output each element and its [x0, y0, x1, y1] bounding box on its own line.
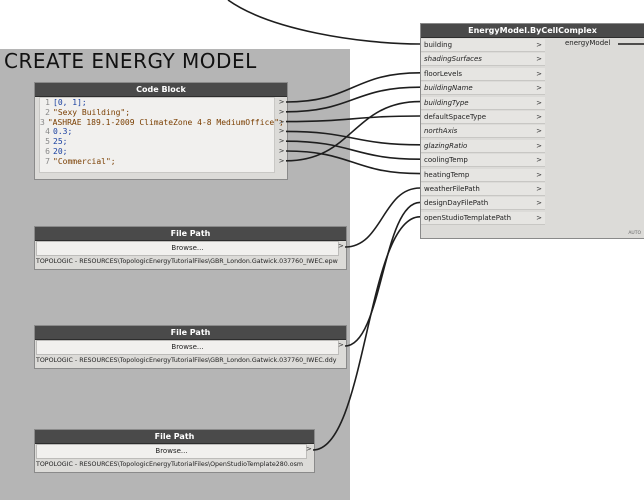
code-line: 1[0, 1]; [40, 98, 274, 108]
chevron-right-icon: > [536, 127, 542, 136]
line-number: 1 [45, 98, 50, 107]
code-text: "Commercial"; [53, 156, 116, 166]
input-port-open-studio-template-path[interactable]: openStudioTemplatePath > [421, 211, 545, 225]
code-text: [0, 1]; [53, 98, 87, 107]
code-line: 7"Commercial"; [40, 157, 274, 167]
input-label: shadingSurfaces [424, 55, 482, 64]
node-title: Code Block [35, 83, 287, 97]
output-port[interactable]: > [278, 107, 285, 116]
line-number: 6 [45, 146, 50, 156]
line-number: 7 [45, 156, 50, 166]
input-port-floor-levels[interactable]: floorLevels > [421, 67, 545, 81]
code-block-node[interactable]: Code Block 1[0, 1];2"Sexy Building";3"AS… [34, 82, 288, 180]
code-text: "ASHRAE 189.1-2009 ClimateZone 4-8 Mediu… [47, 117, 284, 127]
chevron-right-icon: > [536, 113, 542, 121]
output-port[interactable]: > [278, 147, 285, 155]
wire-weather-file [344, 187, 421, 248]
file-path-value: TOPOLOGIC - RESOURCES\TopologicEnergyTut… [36, 357, 337, 364]
input-port-building-name[interactable]: buildingName > [421, 82, 545, 96]
input-port-north-axis[interactable]: northAxis > [421, 125, 545, 139]
code-text: "Sexy Building"; [53, 107, 131, 117]
input-port-cooling-temp[interactable]: coolingTemp > [421, 154, 545, 168]
output-port[interactable]: > [306, 445, 312, 453]
chevron-right-icon: > [536, 156, 542, 165]
browse-button[interactable]: Browse... [36, 340, 339, 355]
output-port[interactable]: > [278, 156, 285, 165]
output-port[interactable]: > [278, 137, 285, 146]
input-port-building[interactable]: building > [421, 39, 545, 52]
input-port-weather-file-path[interactable]: weatherFilePath > [421, 183, 545, 196]
file-path-node-osm[interactable]: File Path Browse... > TOPOLOGIC - RESOUR… [34, 429, 315, 473]
code-text: 20; [53, 146, 68, 156]
chevron-right-icon: > [536, 170, 542, 179]
node-title: File Path [35, 227, 346, 241]
chevron-right-icon: > [536, 141, 542, 150]
input-port-design-day-file-path[interactable]: designDayFilePath > [421, 197, 545, 211]
input-label: designDayFilePath [424, 199, 489, 208]
output-port[interactable]: > [338, 341, 344, 349]
chevron-right-icon: > [536, 69, 542, 78]
line-number: 4 [45, 127, 50, 137]
wire-building [227, 0, 421, 45]
output-port[interactable]: > [278, 98, 285, 106]
file-path-node-ddy[interactable]: File Path Browse... > TOPOLOGIC - RESOUR… [34, 325, 347, 369]
code-text: 0.3; [53, 127, 73, 137]
code-text: 25; [53, 137, 68, 147]
chevron-right-icon: > [536, 213, 542, 222]
input-port-heating-temp[interactable]: heatingTemp > [421, 168, 545, 182]
line-number: 2 [45, 107, 50, 117]
input-label: openStudioTemplatePath [424, 213, 512, 222]
input-label: buildingType [424, 98, 469, 107]
input-label: buildingName [424, 84, 473, 93]
chevron-right-icon: > [536, 84, 542, 93]
code-line: 2"Sexy Building"; [40, 108, 274, 118]
node-title: EnergyModel.ByCellComplex [421, 24, 644, 38]
input-label: defaultSpaceType [424, 113, 487, 121]
lacing-label: AUTO [628, 231, 641, 236]
node-title: File Path [35, 430, 314, 444]
chevron-right-icon: > [536, 55, 542, 64]
input-label: glazingRatio [424, 141, 468, 150]
output-port[interactable]: > [278, 117, 285, 126]
input-port-building-type[interactable]: buildingType > [421, 96, 545, 110]
chevron-right-icon: > [536, 199, 542, 208]
output-port-energy-model[interactable]: energyModel [565, 39, 611, 47]
input-label: heatingTemp [424, 170, 470, 179]
chevron-right-icon: > [536, 98, 542, 107]
line-number: 3 [40, 117, 45, 127]
code-line: 3"ASHRAE 189.1-2009 ClimateZone 4-8 Medi… [40, 117, 284, 128]
chevron-right-icon: > [536, 185, 542, 193]
file-path-node-epw[interactable]: File Path Browse... > TOPOLOGIC - RESOUR… [34, 226, 347, 270]
file-path-value: TOPOLOGIC - RESOURCES\TopologicEnergyTut… [36, 461, 303, 468]
input-port-shading-surfaces[interactable]: shadingSurfaces > [421, 53, 545, 67]
output-port[interactable]: > [338, 242, 344, 250]
chevron-right-icon: > [536, 41, 542, 49]
input-port-glazing-ratio[interactable]: glazingRatio > [421, 139, 545, 153]
input-port-default-space-type[interactable]: defaultSpaceType > [421, 111, 545, 124]
input-label: coolingTemp [424, 156, 468, 165]
energy-model-node[interactable]: EnergyModel.ByCellComplex building>shadi… [420, 23, 644, 239]
code-editor[interactable]: 1[0, 1];2"Sexy Building";3"ASHRAE 189.1-… [39, 97, 284, 173]
browse-button[interactable]: Browse... [36, 241, 339, 256]
browse-button[interactable]: Browse... [36, 444, 307, 459]
input-label: northAxis [424, 127, 458, 136]
input-label: floorLevels [424, 69, 462, 78]
group-title: CREATE ENERGY MODEL [4, 49, 257, 73]
line-number: 5 [45, 137, 50, 147]
node-title: File Path [35, 326, 346, 340]
wire-design-day-file [344, 201, 421, 347]
input-label: building [424, 41, 453, 49]
output-port[interactable]: > [278, 127, 285, 136]
input-label: weatherFilePath [424, 185, 480, 193]
file-path-value: TOPOLOGIC - RESOURCES\TopologicEnergyTut… [36, 258, 338, 265]
